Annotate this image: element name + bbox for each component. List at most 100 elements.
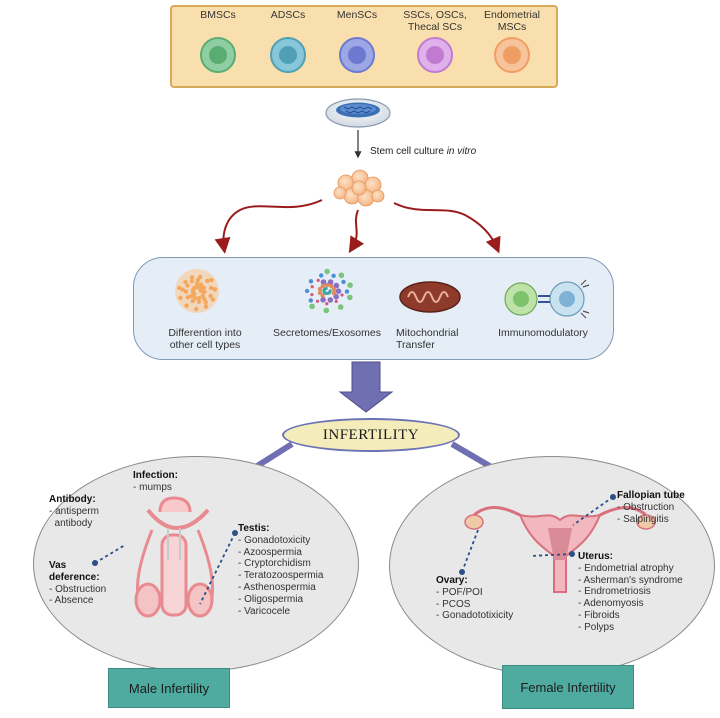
exosome-dot	[317, 290, 323, 295]
mechanism-label-differentiation: Differention into other cell types	[168, 327, 242, 351]
infertility-ellipse: INFERTILITY	[282, 418, 460, 452]
stem-cell-icon	[417, 37, 453, 73]
source-label: MenSCs	[336, 9, 378, 21]
source-item: ADSCs	[246, 9, 330, 73]
female-infertility-button[interactable]: Female Infertility	[502, 665, 634, 709]
exosome-dot	[327, 279, 334, 285]
petri-dish-icon	[325, 98, 391, 128]
connectors	[94, 496, 614, 605]
vas-title: Vas deference:	[49, 560, 100, 583]
cell-dot	[205, 278, 210, 283]
cell-dot	[197, 296, 202, 301]
stem-cell-icon	[494, 37, 530, 73]
cell-dot	[190, 298, 195, 304]
cell-dot	[203, 300, 208, 305]
differentiation-cluster-icon	[175, 269, 219, 313]
stem-cell-icon	[339, 37, 375, 73]
note-ovary: Ovary:- POF/POI - PCOS - Gonadototixicit…	[436, 575, 513, 622]
cell-dot	[189, 279, 195, 284]
exosome-dot	[333, 293, 339, 300]
nucleus-icon	[279, 46, 297, 64]
nucleus-icon	[348, 46, 366, 64]
exosome-dot	[347, 282, 353, 288]
exosome-dot	[327, 297, 334, 303]
exosome-dots-icon	[304, 268, 353, 314]
cell-dot	[185, 283, 190, 288]
exosome-dot	[317, 286, 323, 292]
source-label: Endometrial MSCs	[483, 9, 541, 33]
cell-dot	[183, 289, 189, 294]
cell-dot	[210, 297, 216, 302]
exosome-dot	[320, 293, 325, 298]
exosome-dot	[333, 282, 340, 289]
cell-cluster-icon	[333, 169, 385, 207]
infection-title: Infection:	[133, 470, 178, 481]
cell-dot	[180, 287, 185, 292]
mechanism-icons	[175, 268, 590, 319]
cell-dot	[195, 277, 201, 283]
nucleus-icon	[426, 46, 444, 64]
infection-items: - mumps	[133, 481, 172, 493]
female-anatomy-icon	[464, 506, 656, 593]
note-uterus: Uterus:- Endometrial atrophy - Asherman'…	[578, 551, 683, 634]
exosome-dot	[335, 288, 342, 294]
mechanism-label-mitochondrial: Mitochondrial Transfer	[396, 327, 459, 351]
curved-arrow-right	[393, 202, 501, 254]
stem-cell-icon	[200, 37, 236, 73]
cell-dot	[202, 289, 207, 295]
exosome-dot	[304, 288, 310, 294]
exosome-dot	[334, 299, 338, 303]
fallopian-title: Fallopian tube	[617, 490, 685, 501]
cell-dot	[185, 295, 191, 300]
immune-cells-icon	[504, 279, 590, 319]
exosome-dot	[338, 272, 345, 279]
block-arrow-down	[338, 361, 394, 413]
cell-dot	[209, 285, 214, 291]
ovary-items: - POF/POI - PCOS - Gonadototixicity	[436, 586, 514, 622]
source-item: BMSCs	[176, 9, 260, 73]
cell-dot	[209, 277, 214, 283]
exosome-dot	[309, 303, 315, 310]
mitochondria-icon	[399, 281, 461, 313]
cell-dot	[194, 306, 199, 312]
exosome-dot	[323, 307, 330, 314]
source-item: SSCs, OSCs, Thecal SCs	[393, 9, 477, 73]
uterus-items: - Endometrial atrophy - Asherman's syndr…	[578, 562, 683, 633]
cell-dot	[201, 285, 206, 291]
uterus-title: Uterus:	[578, 551, 614, 562]
cell-dot	[203, 304, 209, 309]
exosome-dot	[319, 273, 324, 278]
cell-dot	[178, 295, 183, 301]
source-item: Endometrial MSCs	[470, 9, 554, 73]
exosome-dot	[308, 298, 313, 303]
exosome-dot	[347, 294, 353, 301]
exosome-dot	[310, 285, 314, 289]
nucleus-icon	[209, 46, 227, 64]
male-infertility-button[interactable]: Male Infertility	[108, 668, 230, 708]
exosome-dot	[320, 283, 325, 289]
cell-dot	[198, 274, 203, 280]
culture-label-text: Stem cell culture	[370, 146, 447, 157]
cell-dot	[177, 285, 182, 291]
note-antibody: Antibody:- antisperm antibody	[49, 494, 99, 529]
source-label: SSCs, OSCs, Thecal SCs	[403, 9, 467, 33]
cell-dot	[192, 296, 198, 301]
exosome-dot	[310, 293, 314, 297]
culture-label: Stem cell culture in vitro	[370, 146, 476, 157]
exosome-dot	[325, 282, 330, 288]
female-ellipse	[389, 456, 715, 676]
exosome-dot	[316, 278, 320, 282]
ovary-title: Ovary:	[436, 575, 468, 586]
vas-items: - Obstruction - Absence	[49, 583, 107, 607]
exosome-dot	[331, 290, 337, 296]
male-anatomy-icon	[134, 496, 215, 618]
exosome-dot	[331, 273, 336, 278]
antibody-title: Antibody:	[49, 494, 96, 505]
male-ellipse	[33, 456, 359, 672]
exosome-dot	[340, 293, 344, 297]
exosome-dot	[324, 286, 328, 291]
source-label: BMSCs	[200, 9, 236, 21]
culture-label-italic: in vitro	[446, 146, 477, 157]
source-label: ADSCs	[270, 9, 306, 21]
